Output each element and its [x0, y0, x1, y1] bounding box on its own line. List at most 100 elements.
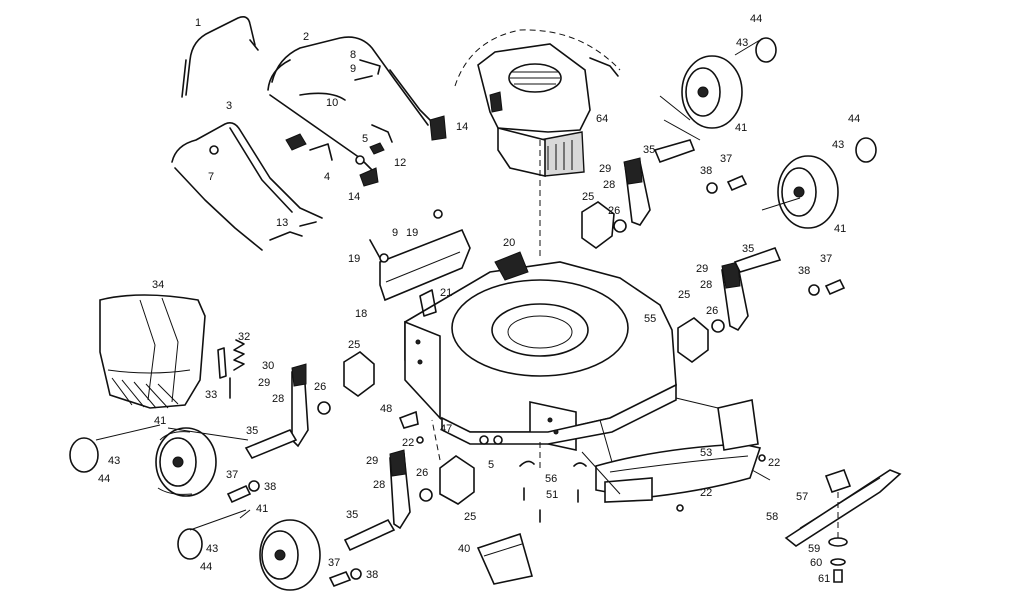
label-41-bottom: 41	[256, 503, 268, 515]
engine-part	[454, 29, 621, 178]
label-35-bottom: 35	[346, 509, 358, 521]
label-38-left: 38	[264, 481, 276, 493]
label-19-left: 19	[348, 253, 360, 265]
label-19-top: 19	[406, 227, 418, 239]
blade-assembly-part	[784, 468, 902, 583]
lower-handle-part	[171, 122, 323, 251]
label-32: 32	[238, 331, 250, 343]
label-3: 3	[226, 100, 232, 112]
wheel-rear-right	[777, 155, 839, 229]
label-14-top: 14	[456, 121, 468, 133]
label-26-right: 26	[706, 305, 718, 317]
label-35-left: 35	[246, 425, 258, 437]
label-12: 12	[394, 157, 406, 169]
label-37-left: 37	[226, 469, 238, 481]
label-25-left: 25	[348, 339, 360, 351]
label-26-front: 26	[416, 467, 428, 479]
label-43-top: 43	[736, 37, 748, 49]
label-43-right: 43	[832, 139, 844, 151]
mower-deck-part	[404, 140, 677, 451]
height-adjuster-left	[291, 351, 375, 448]
label-22-left: 22	[402, 437, 414, 449]
label-30: 30	[262, 360, 274, 372]
label-8: 8	[350, 49, 356, 61]
label-35-top: 35	[643, 144, 655, 156]
misc-fasteners	[398, 289, 766, 523]
label-61: 61	[818, 573, 830, 585]
label-18: 18	[355, 308, 367, 320]
label-4: 4	[324, 171, 330, 183]
label-1: 1	[195, 17, 201, 29]
wheel-rear-left	[259, 519, 321, 591]
label-40: 40	[458, 543, 470, 555]
label-44-right: 44	[848, 113, 860, 125]
label-44-left: 44	[98, 473, 110, 485]
label-41-right: 41	[834, 223, 846, 235]
label-33: 33	[205, 389, 217, 401]
label-53: 53	[700, 447, 712, 459]
label-28-front: 28	[373, 479, 385, 491]
cutting-height-plate	[369, 209, 471, 302]
label-29-top: 29	[599, 163, 611, 175]
label-38-bottom: 38	[366, 569, 378, 581]
label-5-mid: 5	[488, 459, 494, 471]
label-34: 34	[152, 279, 164, 291]
label-37-bottom: 37	[328, 557, 340, 569]
label-9-top: 9	[350, 63, 356, 75]
label-26-left: 26	[314, 381, 326, 393]
label-20: 20	[503, 237, 515, 249]
label-29-left: 29	[258, 377, 270, 389]
height-adjuster-front	[389, 449, 475, 530]
label-10: 10	[326, 97, 338, 109]
label-38-top: 38	[700, 165, 712, 177]
label-41-left: 41	[154, 415, 166, 427]
label-22-bottom: 22	[700, 487, 712, 499]
wheel-front-right	[681, 55, 743, 129]
label-26-top: 26	[608, 205, 620, 217]
upper-handle-part	[181, 16, 259, 98]
label-28-right: 28	[700, 279, 712, 291]
axle-parts	[244, 139, 782, 552]
label-13: 13	[276, 217, 288, 229]
label-37-top: 37	[720, 153, 732, 165]
label-35-right: 35	[742, 243, 754, 255]
label-43-bottom: 43	[206, 543, 218, 555]
hubcap-parts	[69, 37, 877, 560]
label-41-top: 41	[735, 122, 747, 134]
label-25-front: 25	[464, 511, 476, 523]
label-28-left: 28	[272, 393, 284, 405]
part-labels: 1 2 8 9 10 3 5 12 14 14 7 4 13 64 9 19 1…	[98, 13, 860, 585]
wheel-bolts	[226, 174, 846, 588]
assembly-leader-lines	[95, 39, 801, 531]
label-60: 60	[810, 557, 822, 569]
label-14-mid: 14	[348, 191, 360, 203]
label-9-mid: 9	[392, 227, 398, 239]
label-21: 21	[440, 287, 452, 299]
label-48: 48	[380, 403, 392, 415]
wheel-front-left	[155, 427, 217, 497]
label-22-right: 22	[768, 457, 780, 469]
label-2: 2	[303, 31, 309, 43]
label-38-right: 38	[798, 265, 810, 277]
label-56: 56	[545, 473, 557, 485]
label-29-right: 29	[696, 263, 708, 275]
height-adjuster-right	[581, 157, 749, 363]
label-25-right: 25	[678, 289, 690, 301]
label-59: 59	[808, 543, 820, 555]
label-43-left: 43	[108, 455, 120, 467]
rear-shield-part	[595, 397, 762, 503]
label-44-bottom: 44	[200, 561, 212, 573]
label-7: 7	[208, 171, 214, 183]
label-5-top: 5	[362, 133, 368, 145]
mulch-plug-part	[476, 532, 534, 585]
label-55: 55	[644, 313, 656, 325]
label-47: 47	[440, 423, 452, 435]
label-64: 64	[596, 113, 608, 125]
label-25-top: 25	[582, 191, 594, 203]
label-37-right: 37	[820, 253, 832, 265]
label-44-top: 44	[750, 13, 762, 25]
label-58: 58	[766, 511, 778, 523]
spring-bracket-part	[217, 339, 245, 399]
grass-bag-part	[99, 294, 206, 409]
